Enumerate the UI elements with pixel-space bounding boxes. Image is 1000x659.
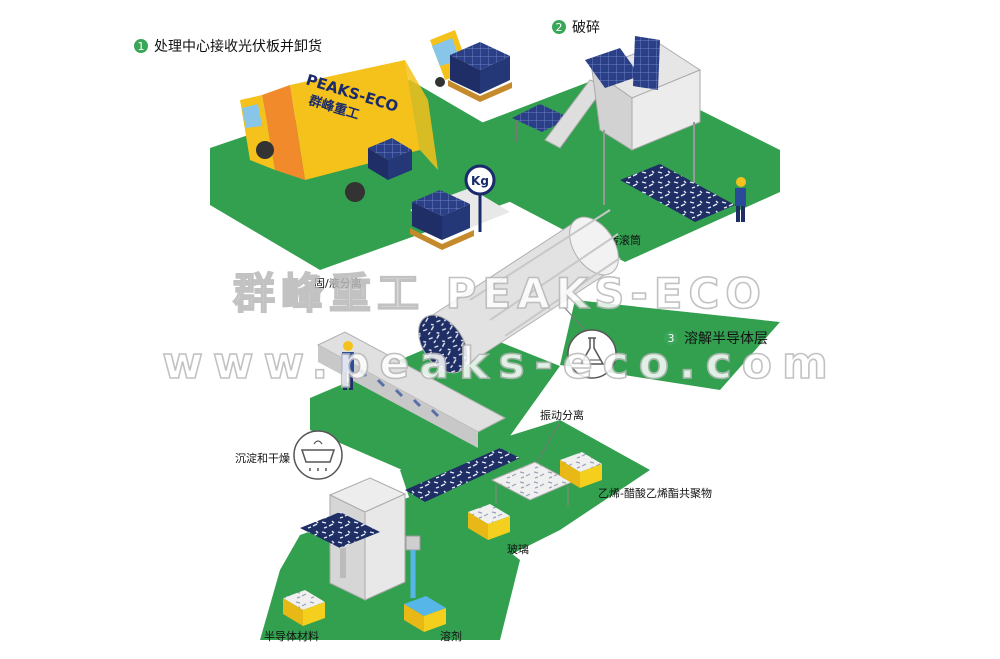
step-badge-circle	[664, 331, 678, 345]
vibration-conveyor	[405, 448, 520, 502]
truck-door-open	[405, 60, 438, 170]
step-badge-3: 3 溶解半导体层	[664, 331, 768, 347]
settle-dry-callout	[293, 430, 343, 480]
panel-stack-ground	[410, 190, 474, 250]
label-eva: 乙烯-醋酸乙烯酯共聚物	[598, 486, 712, 500]
forklift	[430, 30, 512, 102]
watermark-line1: 群峰重工 PEAKS-ECO	[233, 269, 767, 318]
flask-icon	[579, 337, 605, 365]
rotary-drum	[418, 209, 621, 374]
bin-solvent	[404, 596, 446, 632]
label-glass: 玻璃	[507, 542, 529, 556]
step-badge-circle	[134, 39, 148, 53]
step-label-receive-unload: 处理中心接收光伏板并卸货	[154, 38, 322, 55]
bin-eva	[560, 452, 602, 488]
watermark-line2: www.peaks-eco.com	[162, 338, 838, 389]
ground-plate-dissolve	[560, 300, 780, 390]
worker-separation	[342, 341, 354, 390]
separation-trough	[316, 331, 507, 448]
step-label-crushing: 破碎	[572, 20, 600, 36]
crushed-output-conveyor	[620, 164, 735, 222]
step-badge-2: 2 破碎	[552, 20, 600, 36]
step-number: 1	[138, 40, 145, 53]
flask-callout	[562, 305, 617, 379]
truck-wheel	[345, 182, 365, 202]
label-semiconductor: 半导体材料	[264, 629, 319, 643]
step-label-dissolve: 溶解半导体层	[684, 331, 768, 347]
label-solid-liquid: 固/液分离	[314, 276, 362, 290]
solvent-pipe	[405, 535, 421, 598]
label-vibration: 振动分离	[540, 408, 584, 422]
step-number: 3	[668, 332, 675, 345]
falling-panels	[585, 36, 660, 90]
panel-stack-truck	[368, 138, 412, 180]
bin-glass	[468, 504, 510, 540]
truck-wheel	[256, 141, 274, 159]
weighing-scale: Kg	[464, 164, 496, 232]
semiconductor-conveyor	[300, 512, 380, 548]
drying-basin-icon	[300, 449, 336, 463]
truck-box-front	[262, 85, 305, 180]
label-settle-dry: 沉淀和干燥	[235, 451, 290, 465]
truck-windshield	[242, 104, 262, 128]
step-number: 2	[556, 21, 563, 34]
worker-crushing	[735, 177, 746, 222]
bin-semiconductor	[283, 590, 325, 626]
label-solvent: 溶剂	[440, 629, 462, 643]
scale-icon	[464, 164, 496, 196]
step-badge-circle	[552, 20, 566, 34]
step-badge-1: 1 处理中心接收光伏板并卸货	[134, 38, 322, 55]
scale-unit: Kg	[471, 174, 489, 188]
